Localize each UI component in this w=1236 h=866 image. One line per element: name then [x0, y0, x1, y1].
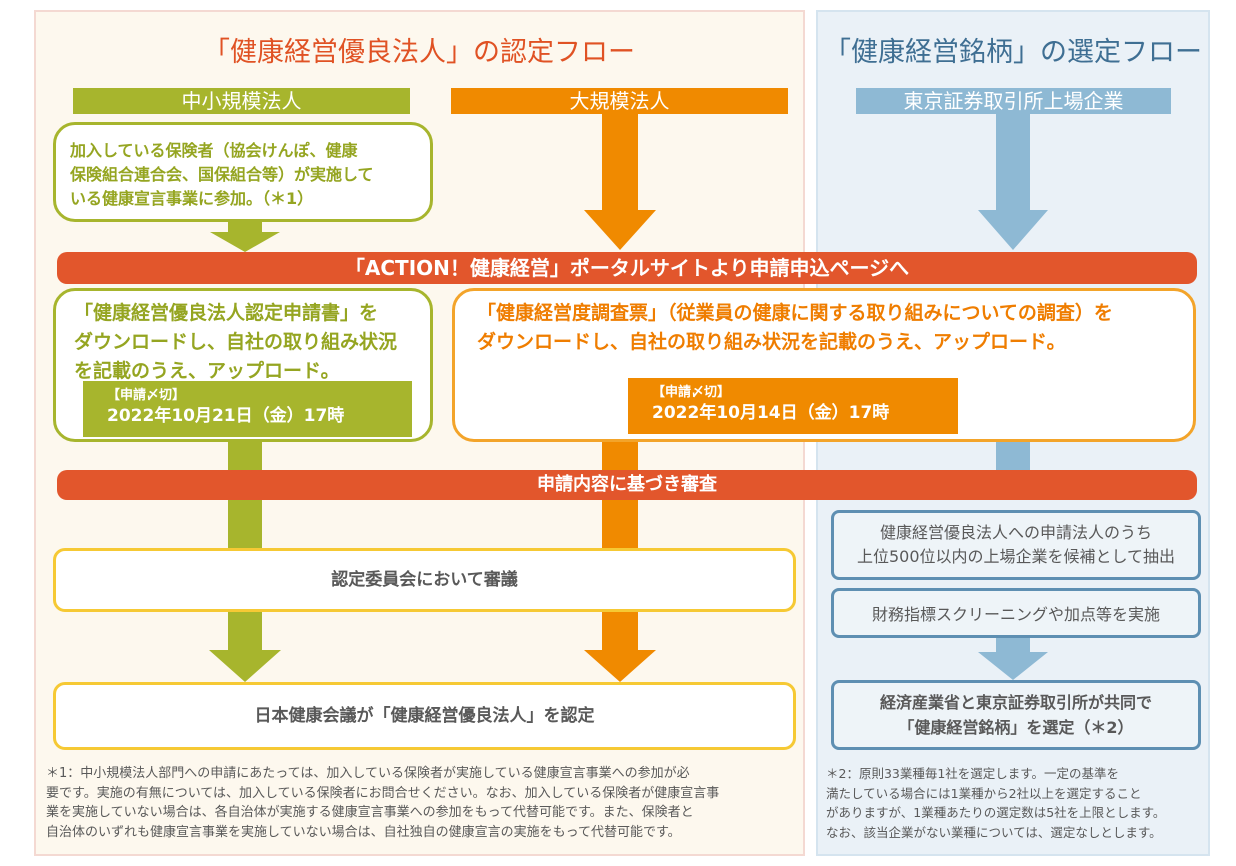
screening-box: 財務指標スクリーニングや加点等を実施	[831, 588, 1201, 638]
large-apply-line: 「健康経営度調査票」（従業員の健康に関する取り組みについての調査）を	[477, 302, 1113, 324]
large-down-arrow-1	[584, 114, 656, 250]
sme-connector-2	[228, 500, 262, 550]
sme-deadline-date: 2022年10月21日（金）17時	[107, 406, 345, 426]
sme-step1-line: 加入している保険者（協会けんぽ、健康	[70, 141, 358, 160]
footnote-line: 満たしている場合には1業種から2社以上を選定すること	[826, 785, 1142, 801]
selection-line: 経済産業省と東京証券取引所が共同で	[879, 693, 1152, 712]
committee-text: 認定委員会において審議	[331, 569, 518, 590]
candidate-line: 健康経営優良法人への申請法人のうち	[879, 523, 1152, 542]
sme-down-arrow-1	[210, 222, 280, 252]
footnote-line: 業を実施していない場合は、各自治体が実施する健康宣言事業への参加をもって代替可能…	[46, 805, 694, 820]
sme-deadline-label: 【申請〆切】	[107, 388, 186, 403]
sme-apply-line: を記載のうえ、アップロード。	[74, 360, 340, 382]
footnote-line: がありますが、1業種あたりの選定数は5社を上限とします。	[826, 805, 1166, 820]
large-deadline-badge: 【申請〆切】 2022年10月14日（金）17時	[628, 378, 958, 434]
sme-application-box: 「健康経営優良法人認定申請書」を ダウンロードし、自社の取り組み状況 を記載のう…	[53, 288, 433, 442]
candidate-extraction-box: 健康経営優良法人への申請法人のうち 上位500位以内の上場企業を候補として抽出	[831, 510, 1201, 580]
sme-apply-line: 「健康経営優良法人認定申請書」を	[74, 302, 379, 324]
listed-down-arrow-2	[978, 638, 1048, 680]
selection-footnote: ＊2：原則33業種毎1社を選定します。一定の基準を 満たしている場合には1業種か…	[826, 764, 1206, 842]
footnote-line: 自治体のいずれも健康宣言事業を実施していない場合は、自社独自の健康宣言の実施をも…	[46, 824, 681, 840]
candidate-line: 上位500位以内の上場企業を候補として抽出	[856, 547, 1176, 566]
footnote-line: ＊1：中小規模法人部門への申請にあたっては、加入している保険者が実施している健康…	[46, 766, 690, 781]
footnote-line: 要です。実施の有無については、加入している保険者にお問合せください。なお、加入し…	[46, 785, 720, 801]
large-down-arrow-2	[584, 610, 656, 682]
selection-box: 経済産業省と東京証券取引所が共同で 「健康経営銘柄」を選定（＊2）	[831, 680, 1201, 750]
sme-step1-line: 保険組合連合会、国保組合等）が実施して	[70, 165, 374, 184]
review-band: 申請内容に基づき審査	[57, 470, 1197, 500]
footnote-line: なお、該当企業がない業種については、選定なしとします。	[826, 824, 1162, 840]
committee-box: 認定委員会において審議	[53, 548, 796, 612]
listed-down-arrow-1	[978, 114, 1048, 250]
sme-deadline-badge: 【申請〆切】 2022年10月21日（金）17時	[83, 381, 412, 437]
sme-connector-1	[228, 440, 262, 470]
sme-step1-line: いる健康宣言事業に参加。（＊1）	[70, 189, 314, 208]
listed-company-category-header: 東京証券取引所上場企業	[856, 88, 1171, 114]
footnote-line: ＊2：原則33業種毎1社を選定します。一定の基準を	[826, 766, 1120, 781]
listed-connector-1	[996, 440, 1030, 470]
screening-text: 財務指標スクリーニングや加点等を実施	[871, 605, 1160, 624]
certification-flow-title: 「健康経営優良法人」の認定フロー	[203, 37, 635, 68]
large-deadline-date: 2022年10月14日（金）17時	[652, 403, 890, 423]
portal-application-band: 「ACTION！健康経営」ポータルサイトより申請申込ページへ	[57, 252, 1197, 284]
sme-category-header: 中小規模法人	[73, 88, 410, 114]
selection-flow-title: 「健康経営銘柄」の選定フロー	[824, 37, 1202, 68]
large-apply-line: ダウンロードし、自社の取り組み状況を記載のうえ、アップロード。	[477, 331, 1066, 353]
sme-footnote: ＊1：中小規模法人部門への申請にあたっては、加入している保険者が実施している健康…	[46, 764, 804, 842]
selection-line: 「健康経営銘柄」を選定（＊2）	[898, 718, 1134, 737]
large-deadline-label: 【申請〆切】	[652, 385, 731, 400]
large-connector-2	[602, 500, 638, 550]
certification-text: 日本健康会議が「健康経営優良法人」を認定	[254, 705, 595, 726]
sme-down-arrow-2	[209, 610, 281, 682]
large-category-header: 大規模法人	[451, 88, 788, 114]
sme-apply-line: ダウンロードし、自社の取り組み状況	[74, 331, 398, 353]
large-application-box: 「健康経営度調査票」（従業員の健康に関する取り組みについての調査）を ダウンロー…	[452, 288, 1196, 442]
sme-health-declaration-box: 加入している保険者（協会けんぽ、健康 保険組合連合会、国保組合等）が実施して い…	[53, 122, 433, 222]
large-connector-1	[602, 440, 638, 470]
certification-box: 日本健康会議が「健康経営優良法人」を認定	[53, 682, 796, 750]
